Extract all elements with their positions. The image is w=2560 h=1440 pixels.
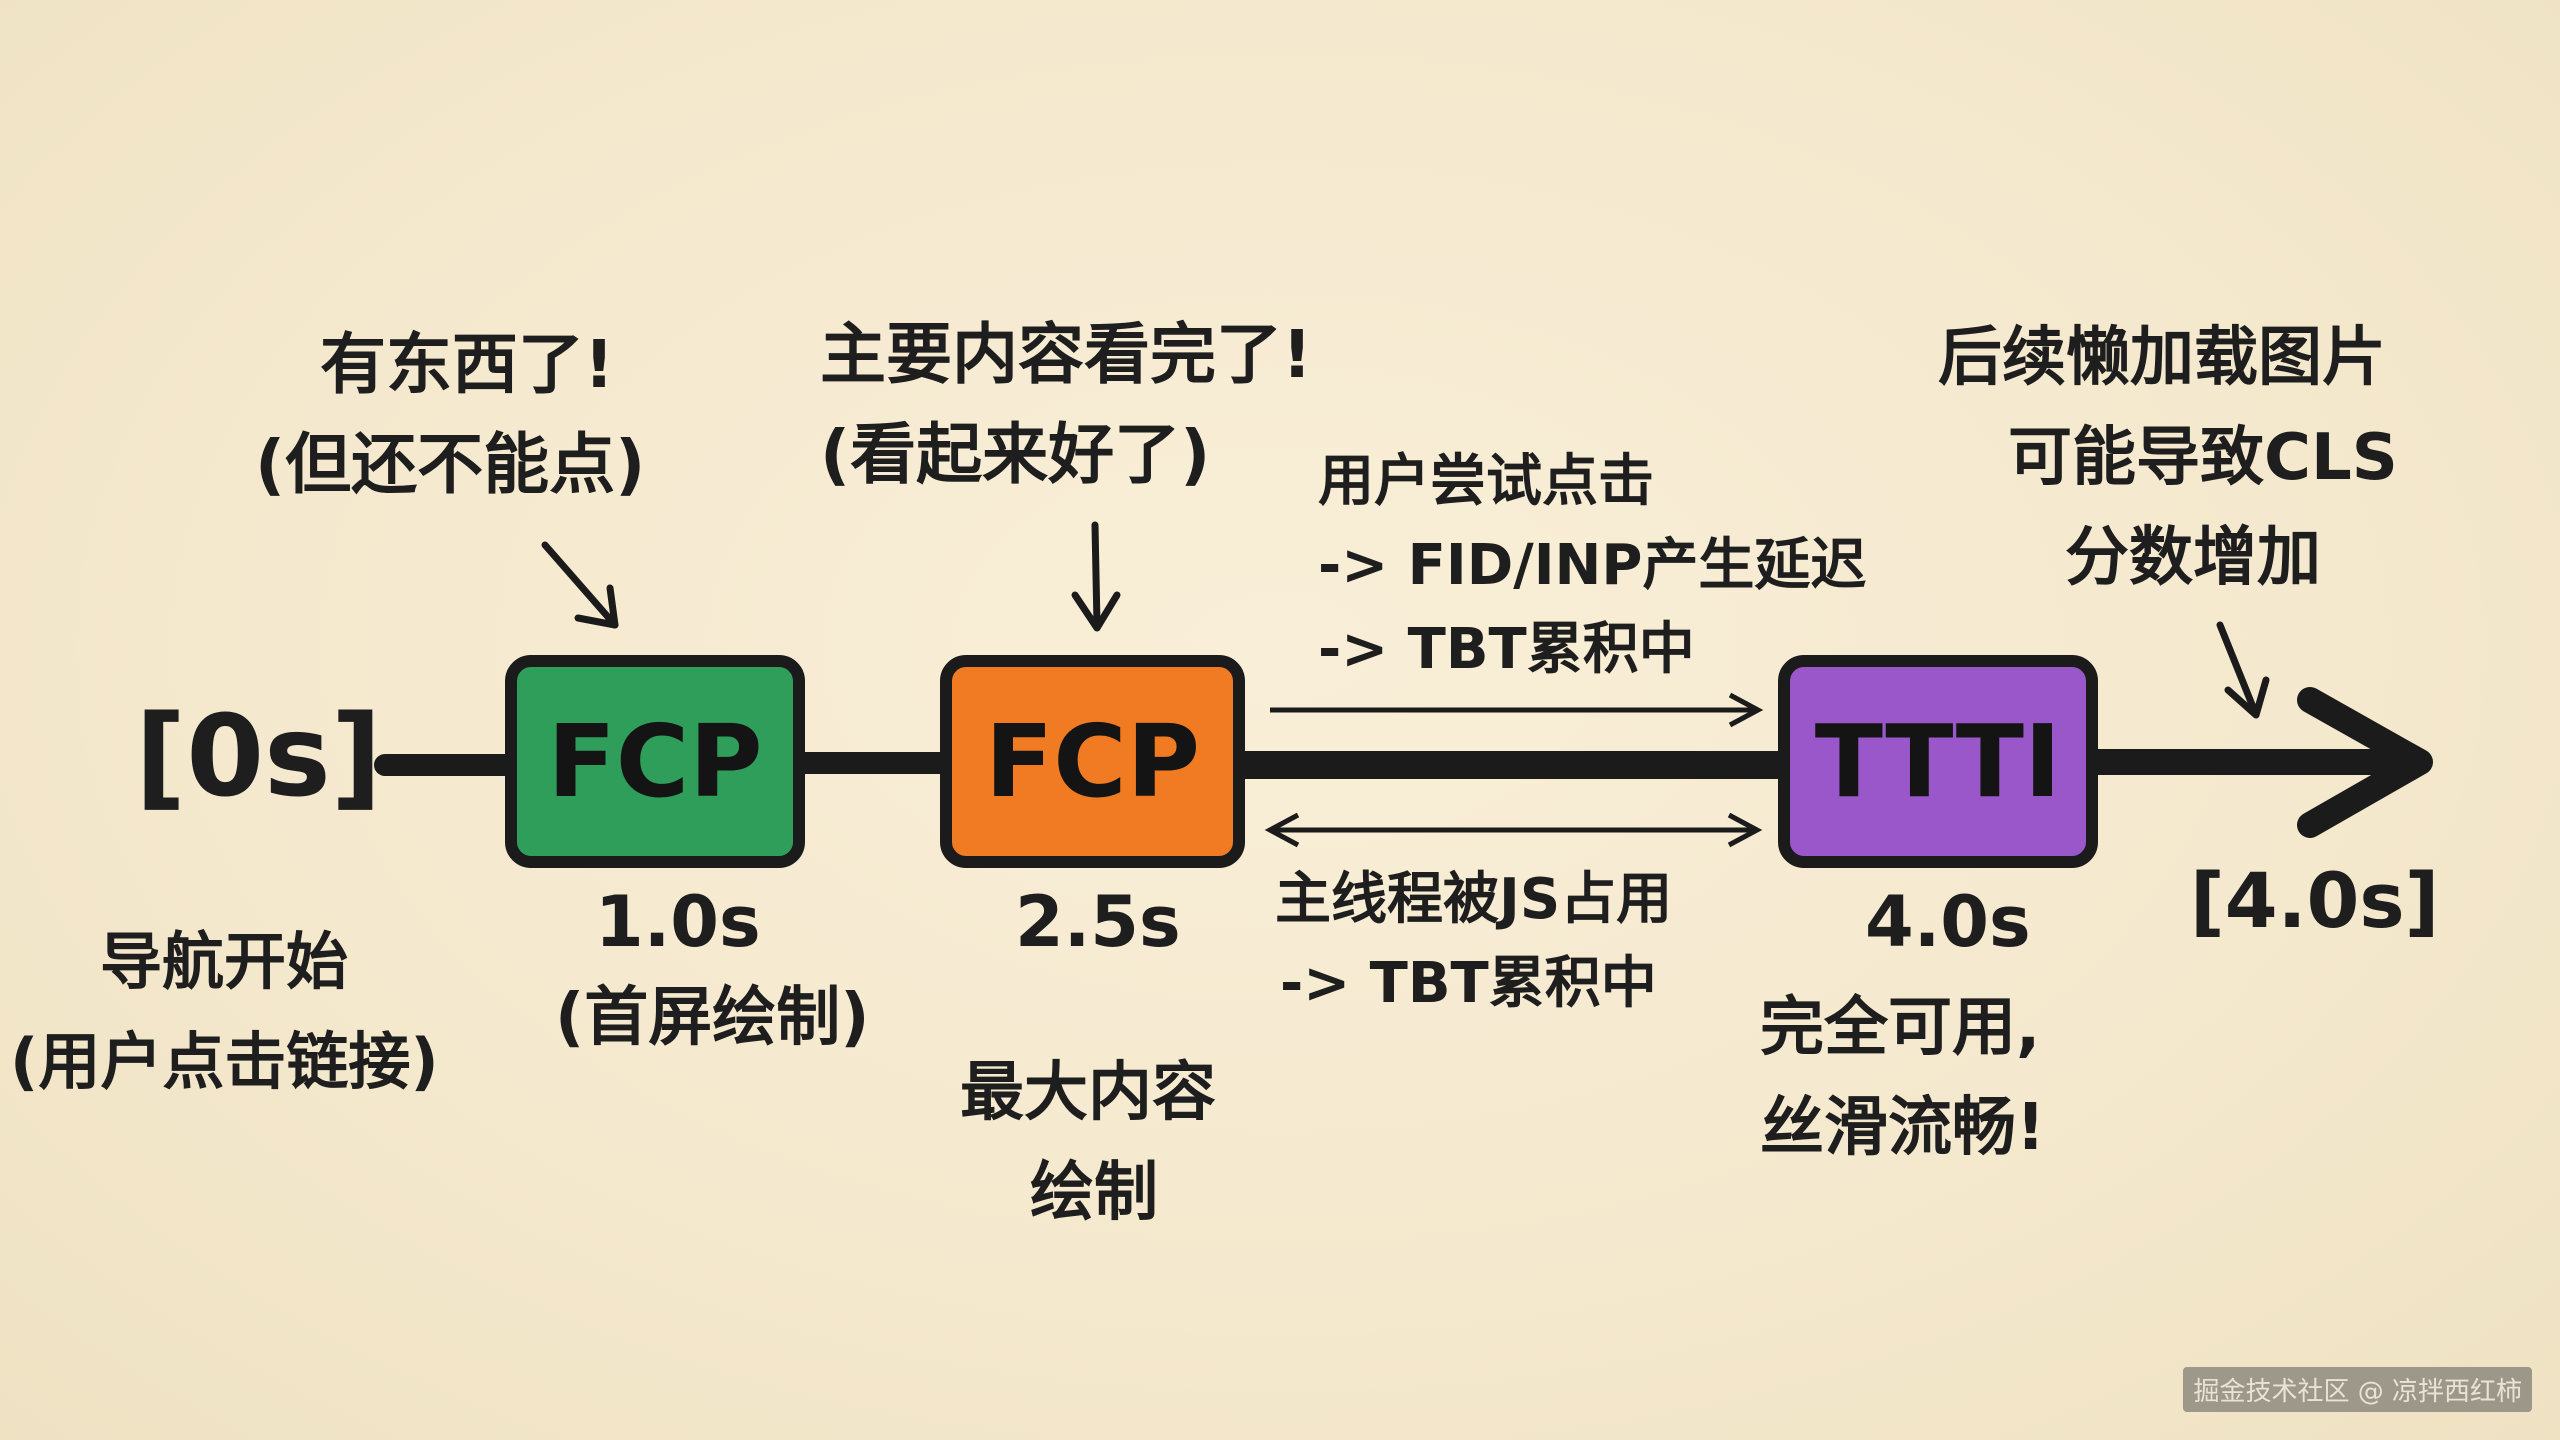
lcp-note-line-2: (看起来好了) <box>820 416 1211 493</box>
nav-start-line-1: 导航开始 <box>100 925 349 998</box>
ttti-desc-line-1: 完全可用, <box>1760 991 2041 1065</box>
timeline-end-label: [4.0s] <box>2190 856 2440 945</box>
main-thread-line-1: 主线程被JS占用 <box>1275 867 1673 932</box>
timeline-arrowhead <box>2297 687 2433 838</box>
ttti-desc-line-2: 丝滑流畅! <box>1760 1091 2046 1165</box>
node-fcp: FCP <box>505 655 805 868</box>
fcp-time: 1.0s <box>595 881 761 963</box>
lcp-desc-line-2: 绘制 <box>1030 1156 1158 1230</box>
node-ttti: TTTI <box>1778 655 2098 868</box>
main-thread-line-2: -> TBT累积中 <box>1280 951 1657 1016</box>
fcp-pointer-head <box>574 584 619 629</box>
watermark: 掘金技术社区 @ 凉拌西红柿 <box>2183 1367 2532 1412</box>
lcp-desc-line-1: 最大内容 <box>960 1056 1216 1130</box>
fcp-pointer-line <box>541 541 619 629</box>
fcp-desc: (首屏绘制) <box>555 981 870 1055</box>
lcp-pointer-line <box>1091 521 1101 629</box>
nav-start-line-2: (用户点击链接) <box>10 1025 439 1098</box>
lcp-time: 2.5s <box>1015 881 1181 963</box>
fcp-note-line-2: (但还不能点) <box>255 426 646 503</box>
lcp-pointer-head <box>1071 591 1121 632</box>
ttti-time: 4.0s <box>1865 881 2031 963</box>
main-thread-arrowhead-left <box>1264 812 1300 848</box>
fcp-note-line-1: 有东西了! <box>320 326 615 403</box>
lazy-pointer-line <box>2216 621 2259 716</box>
lazy-load-line-2: 可能导致CLS <box>2008 421 2398 495</box>
user-try-line-1: 用户尝试点击 <box>1318 449 1654 514</box>
user-try-line-2: -> FID/INP产生延迟 <box>1318 533 1867 598</box>
lazy-load-line-1: 后续懒加载图片 <box>1938 321 2386 395</box>
lazy-pointer-head <box>2224 676 2270 719</box>
timeline-start-label: [0s] <box>135 692 382 822</box>
user-try-arrowhead <box>1728 692 1764 728</box>
node-lcp: FCP <box>940 655 1245 868</box>
lcp-note-line-1: 主要内容看完了! <box>820 316 1313 393</box>
lazy-load-line-3: 分数增加 <box>2065 521 2321 595</box>
main-thread-arrowhead-right <box>1727 812 1763 848</box>
user-try-line-3: -> TBT累积中 <box>1318 617 1695 682</box>
